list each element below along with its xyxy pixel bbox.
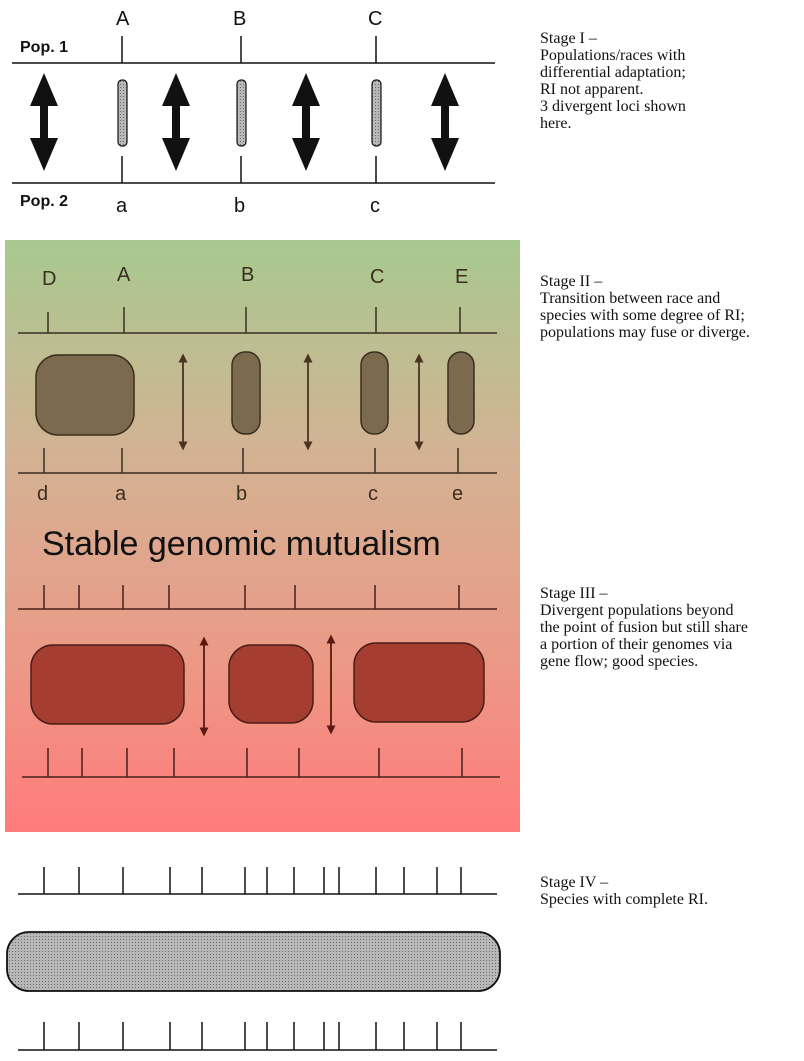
description-line: here. xyxy=(540,115,572,132)
stage3-bottom-ticks xyxy=(47,748,463,777)
locus-label-e: e xyxy=(452,483,463,505)
divergent-region-block xyxy=(353,642,485,723)
description-line: Stage I – xyxy=(540,30,597,47)
locus-label-b: b xyxy=(234,195,245,217)
description-line: Divergent populations beyond xyxy=(540,602,734,619)
gene-flow-arrows xyxy=(199,634,336,737)
locus-label-a: a xyxy=(115,483,127,505)
locus-label-D: D xyxy=(42,268,56,290)
locus-label-c: c xyxy=(368,483,378,505)
stage3-top-ticks xyxy=(43,585,460,609)
description-line: RI not apparent. xyxy=(540,81,644,98)
locus-label-A: A xyxy=(116,8,130,30)
divergent-region-block xyxy=(35,354,135,436)
stage-1-description: Stage I – Populations/races with differe… xyxy=(540,30,686,132)
description-line: Species with complete RI. xyxy=(540,891,708,908)
stage4-top-ticks xyxy=(43,867,462,894)
pop2-label: Pop. 2 xyxy=(20,193,68,210)
description-line: the point of fusion but still share xyxy=(540,619,748,636)
pop1-label: Pop. 1 xyxy=(20,39,68,56)
gene-flow-arrows xyxy=(178,353,424,451)
stable-genomic-mutualism-label: Stable genomic mutualism xyxy=(42,525,441,563)
stage-1-panel: A B C Pop. 1 Pop. 2 a b c xyxy=(12,8,495,217)
stage-4-panel xyxy=(6,867,501,1051)
gene-flow-arrows xyxy=(30,73,459,171)
description-line: Stage IV – xyxy=(540,874,609,891)
divergent-region-block xyxy=(360,351,389,435)
stage-2-panel: D A B C E d a b xyxy=(18,264,497,505)
description-line: a portion of their genomes via xyxy=(540,636,733,653)
description-line: species with some degree of RI; xyxy=(540,307,745,324)
stage2-top-ticks xyxy=(47,307,461,333)
locus-label-C: C xyxy=(368,8,382,30)
locus-label-b: b xyxy=(236,483,247,505)
divergent-locus-block xyxy=(371,79,382,147)
description-line: 3 divergent loci shown xyxy=(540,98,686,115)
stage4-bottom-ticks xyxy=(43,1022,462,1050)
locus-label-E: E xyxy=(455,266,468,288)
locus-label-C: C xyxy=(370,266,384,288)
fully-divergent-genome-block xyxy=(6,931,501,992)
stage-4-description: Stage IV – Species with complete RI. xyxy=(540,874,708,908)
description-line: populations may fuse or diverge. xyxy=(540,324,750,341)
locus-label-B: B xyxy=(233,8,246,30)
divergent-region-block xyxy=(231,351,261,435)
description-line: Populations/races with xyxy=(540,47,686,64)
stage-3-panel xyxy=(18,585,500,778)
stage2-bottom-ticks xyxy=(43,448,459,473)
stage-3-description: Stage III – Divergent populations beyond… xyxy=(540,585,748,670)
gene-flow-arrow xyxy=(292,73,320,171)
divergent-locus-block xyxy=(236,79,247,147)
locus-label-A: A xyxy=(117,264,131,286)
description-line: gene flow; good species. xyxy=(540,653,699,670)
gene-flow-arrow xyxy=(431,73,459,171)
locus-label-a: a xyxy=(116,195,128,217)
description-line: Transition between race and xyxy=(540,290,721,307)
description-line: differential adaptation; xyxy=(540,64,686,81)
stage-2-description: Stage II – Transition between race and s… xyxy=(540,273,750,341)
divergent-region-block xyxy=(447,351,475,435)
locus-label-c: c xyxy=(370,195,380,217)
description-line: Stage III – xyxy=(540,585,608,602)
gradient-background-panel xyxy=(5,240,520,832)
locus-label-d: d xyxy=(37,483,48,505)
description-line: Stage II – xyxy=(540,273,603,290)
gene-flow-arrow xyxy=(162,73,190,171)
divergent-locus-block xyxy=(117,79,128,147)
gene-flow-arrow xyxy=(30,73,58,171)
locus-label-B: B xyxy=(241,264,254,286)
divergent-region-block xyxy=(228,644,314,724)
divergent-region-block xyxy=(30,644,185,725)
